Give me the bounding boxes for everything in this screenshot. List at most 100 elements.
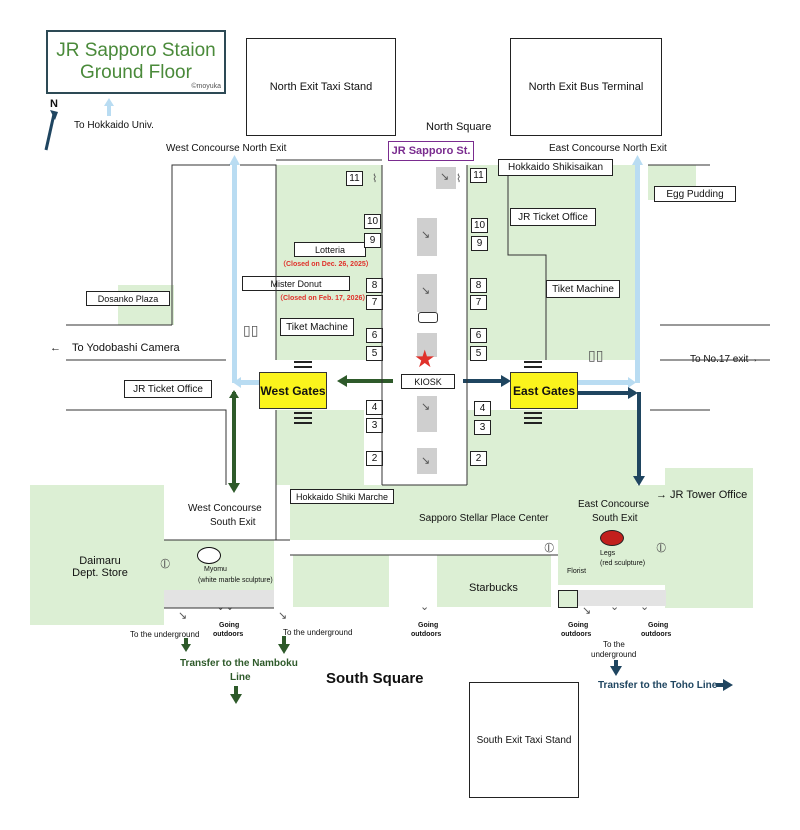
platform-east-4[interactable]: 4 [474,401,491,416]
south-taxi-stand: South Exit Taxi Stand [469,682,579,798]
outdoors-chevron-icon: ⌄⌄ [216,601,235,613]
label-west-north-exit: West Concourse North Exit [166,143,287,154]
west-gates[interactable]: West Gates [259,372,327,409]
label-namboku-2: Line [230,672,251,683]
stairs-icon: ⌇ [456,173,462,185]
platform-east-3[interactable]: 3 [474,420,491,435]
platform-west-10[interactable]: 10 [364,214,381,229]
south-mid-area [293,555,389,607]
label-jr-tower-office: → JR Tower Office [656,489,748,501]
platform-east-10[interactable]: 10 [471,218,488,233]
compass-arrow [44,113,56,151]
platform-west-6[interactable]: 6 [366,328,383,343]
wall-west-top [171,164,230,325]
escalator-icon: ↘ [440,171,450,183]
east-north-exit-arrowhead [632,155,643,165]
map-title-line1: JR Sapporo Staion [56,40,216,61]
shiki-marche: Hokkaido Shiki Marche [290,489,394,504]
jr-sapporo-st-sign: JR Sapporo St. [388,141,474,161]
label-florist: Florist [567,568,587,575]
east-gate-blue-link [578,380,628,385]
myomu-sculpture-icon [197,547,221,564]
label-east-south-exit-2: South Exit [592,513,638,524]
platform-east-7[interactable]: 7 [470,295,487,310]
platform-escalator-10 [417,218,437,256]
egg-pudding: Egg Pudding [654,186,736,202]
west-north-exit-arrowhead [229,155,240,165]
east-gates[interactable]: East Gates [510,372,578,409]
kiosk: KIOSK [401,374,455,389]
label-legs-sub: (red sculpture) [600,560,646,567]
label-namboku-1: Transfer to the Namboku [180,658,298,669]
escalator-icon: ↘ [278,610,288,622]
platform-east-2[interactable]: 2 [470,451,487,466]
daimaru-dept-store: Daimaru Dept. Store [72,555,128,579]
platform-west-11[interactable]: 11 [346,171,363,186]
label-underground-3a: To the [603,640,625,649]
jr-ticket-office-west: JR Ticket Office [124,380,212,398]
station-area-south-west [276,410,364,485]
platform-west-9[interactable]: 9 [364,233,381,248]
escalator-icon: ↘ [582,605,592,617]
west-north-exit-line [232,163,237,383]
tiket-machine-west: Tiket Machine [280,318,354,336]
stairs-icon: ⌇ [372,173,378,185]
label-going-out-1a: Going [219,622,240,629]
label-underground-3b: underground [591,650,637,659]
daimaru-area [30,485,164,625]
mister-donut-note: （Closed on Feb. 17, 2026） [276,295,370,302]
label-underground-2: To the underground [283,628,353,637]
label-west-south-exit-2: South Exit [210,517,256,528]
platform-escalator-4 [417,396,437,432]
label-east-south-exit-1: East Concourse [578,499,650,510]
label-myomu: Myomu [204,566,227,573]
west-gate-bars-bottom [294,412,312,427]
east-gate-navy-arrowhead [501,375,511,387]
south-corridor-east [576,590,666,606]
east-south-exit-arrowhead [633,476,645,486]
platform-west-2[interactable]: 2 [366,451,383,466]
map-title-line2: Ground Floor [80,62,192,83]
label-yodobashi: ← To Yodobashi Camera [50,342,180,354]
west-gate-bars-top [294,361,312,371]
namboku-arrow-1 [181,638,191,652]
escalator-icon: ↘ [421,455,431,467]
west-gate-green-link [345,379,393,383]
east-south-exit-line [637,392,641,478]
outdoors-chevron-icon: ⌄ [610,601,620,613]
platform-east-9[interactable]: 9 [471,236,488,251]
hokkaido-univ-arrow [104,98,114,116]
namboku-arrow-2 [278,636,290,654]
platform-east-6[interactable]: 6 [470,328,487,343]
platform-west-3[interactable]: 3 [366,418,383,433]
south-corridor [164,590,274,608]
wall-west-lower [66,409,227,485]
north-bus-terminal: North Exit Bus Terminal [510,38,662,136]
east-gate-blue-arrowhead [628,377,636,388]
west-south-exit-line [232,392,236,486]
wall-west-inner [240,164,277,360]
wall-west-mid [275,410,290,541]
label-east-north-exit: East Concourse North Exit [549,143,667,154]
map-credit: ©moyuka [191,83,221,90]
east-gate-bars-bottom [524,412,542,427]
west-gate-green-arrowhead [337,375,347,387]
label-going-out-3b: outdoors [561,631,592,638]
east-gate-bars-top [524,361,542,371]
current-location-star-icon: ★ [414,346,436,373]
toho-arrow-right [716,679,733,691]
platform-east-5[interactable]: 5 [470,346,487,361]
outdoors-chevron-icon: ⌄ [420,601,430,613]
label-underground-1: To the underground [130,630,200,639]
east-north-exit-line [635,163,640,383]
revolving-door-icon: ⦶ [544,539,555,555]
label-south-square: South Square [326,670,424,687]
jr-ticket-office-east: JR Ticket Office [510,208,596,226]
label-stellar-place: Sapporo Stellar Place Center [419,513,549,524]
label-going-out-1b: outdoors [213,631,244,638]
platform-west-5[interactable]: 5 [366,346,383,361]
platform-east-11[interactable]: 11 [470,168,487,183]
revolving-door-icon: ⦶ [656,539,667,555]
platform-east-8[interactable]: 8 [470,278,487,293]
